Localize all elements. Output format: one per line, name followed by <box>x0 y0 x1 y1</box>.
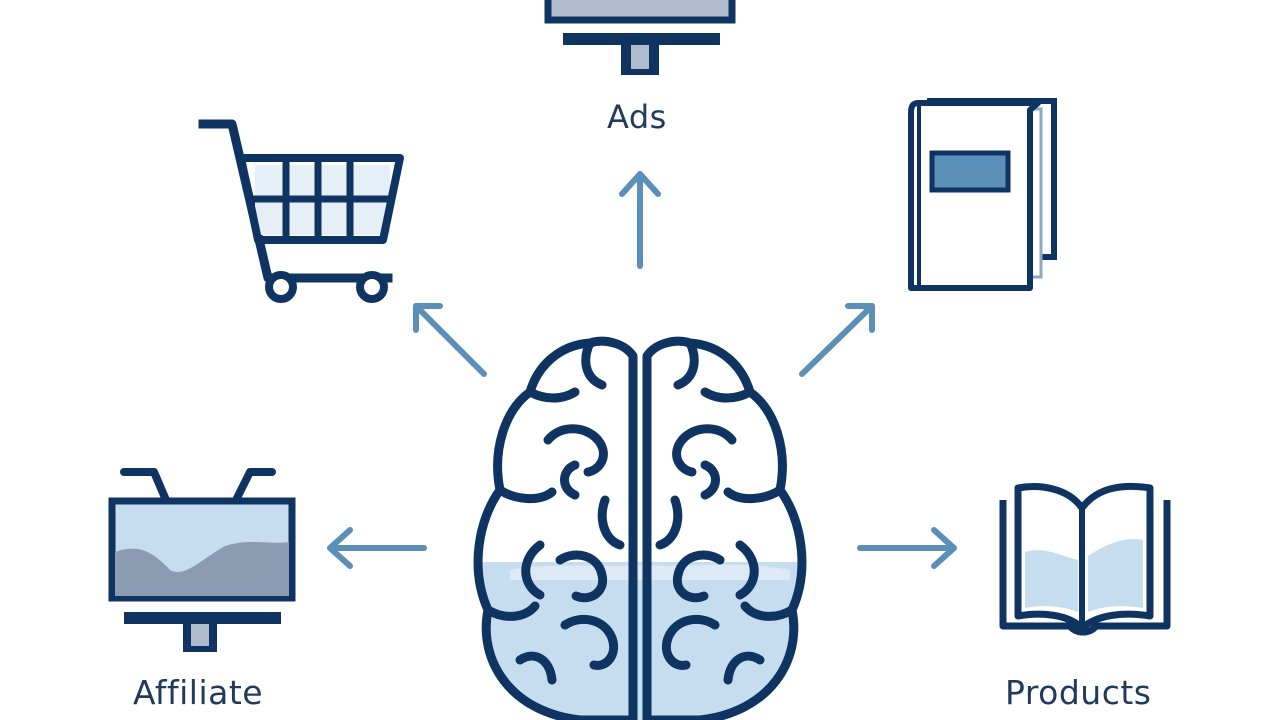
arrow-up-ads <box>619 171 661 269</box>
shopping-cart-icon <box>198 119 404 303</box>
affiliate-label: Affiliate <box>133 673 264 712</box>
ads-label: Ads <box>607 98 667 136</box>
products-label: Products <box>1005 673 1152 712</box>
display-screen-icon <box>108 468 296 652</box>
monitor-icon <box>544 0 736 75</box>
arrow-right-products <box>857 527 957 569</box>
arrow-up-left-cart <box>413 303 487 377</box>
open-book-icon <box>999 482 1171 636</box>
ebook-icon <box>908 98 1057 291</box>
arrow-left-affiliate <box>327 527 427 569</box>
brain-icon <box>473 336 807 720</box>
arrow-up-right-ebook <box>799 303 875 377</box>
